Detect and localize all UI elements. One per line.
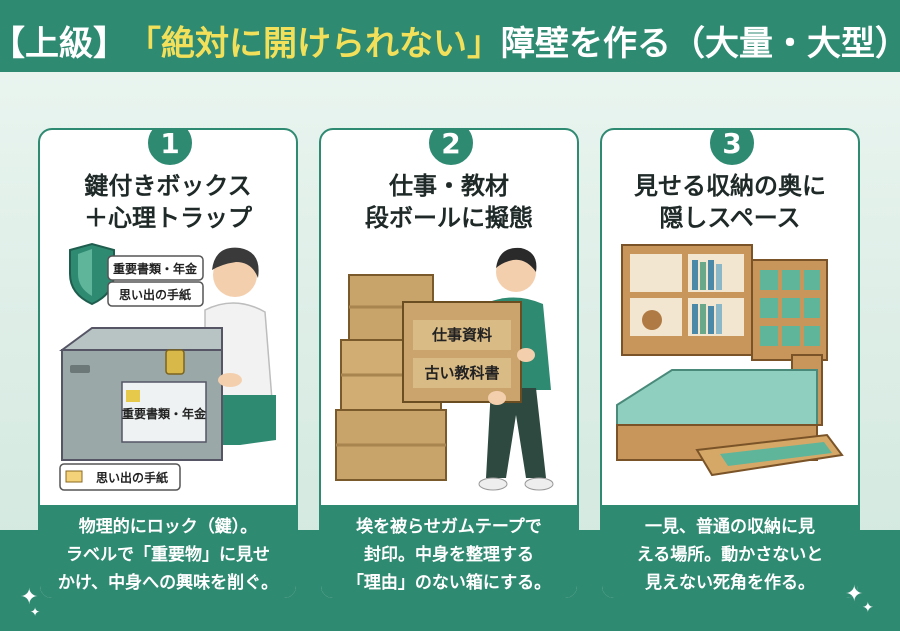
tape-label-1 [413, 320, 511, 350]
hidden-items [720, 442, 832, 466]
box-lid [58, 327, 223, 354]
desc-line2: える場所。動かさないと [636, 545, 824, 565]
tag-letters [107, 281, 204, 307]
sparkle-icon: ✦ [845, 582, 864, 607]
lock-icon [165, 349, 185, 375]
desc-line1: 埃を被らせガムテープで [356, 517, 542, 537]
card-number: 3 [707, 130, 757, 168]
card-description: 埃を被らせガムテープで 封印。中身を整理する 「理由」のない箱にする。 [321, 505, 577, 598]
card-title-line2: ＋心理トラップ [84, 204, 252, 232]
desc-line1: 一見、普通の収納に見 [645, 517, 815, 537]
person-hand [517, 348, 535, 362]
desc-line2: ラベルで「重要物」に見せ [66, 545, 270, 565]
tag-documents-text: 重要書類・年金 [113, 261, 198, 276]
card-number: 1 [145, 130, 195, 168]
page-title: 【上級】 「絶対に開けられない」 障壁を作る（大量・大型） [0, 10, 900, 70]
tag-letter-bottom-text: 思い出の手紙 [96, 470, 168, 485]
desc-line3: かけ、中身への興味を削ぐ。 [57, 573, 279, 593]
bed-mattress [616, 369, 818, 426]
shelf-cell [630, 254, 682, 292]
teddy-bear-icon [642, 310, 662, 330]
card-hidden-space: 3 見せる収納の奥に 隠しスペース 一見、普通の収納に見 える場所。動かさないと… [600, 128, 860, 600]
card-number: 2 [426, 130, 476, 168]
person-hair [496, 247, 537, 272]
card-description: 一見、普通の収納に見 える場所。動かさないと 見えない死角を作る。 [602, 505, 858, 598]
sparkle-icon: ✦ [20, 585, 39, 610]
person-pants [486, 388, 546, 478]
person-hand [488, 391, 506, 405]
person-hair [212, 247, 259, 278]
cardboard-illustration: 仕事資料 古い教科書 [335, 247, 554, 491]
title-suffix: 障壁を作る（大量・大型） [501, 23, 900, 64]
card-title-line2: 隠しスペース [659, 204, 801, 232]
sparkle-icon: ✦ [862, 600, 874, 616]
card-title-line1: 見せる収納の奥に [634, 172, 826, 200]
tape-label-2 [413, 358, 511, 388]
desc-line1: 物理的にロック（鍵）。 [78, 517, 258, 537]
card-locked-box: 1 鍵付きボックス ＋心理トラップ 重要書類・年金 思い出の手紙 重要書類・年金… [38, 128, 298, 600]
box-handle [70, 365, 90, 373]
shield-highlight [78, 249, 92, 296]
card-cardboard: 2 仕事・教材 段ボールに擬態 仕事資料 古い教科書 埃を被らせガムテープで 封… [319, 128, 579, 600]
box-label-textbook: 古い教科書 [424, 364, 499, 382]
tag-documents [107, 255, 204, 281]
card-title: 仕事・教材 段ボールに擬態 [321, 170, 577, 234]
title-highlight: 「絶対に開けられない」 [127, 23, 501, 64]
storage-illustration [616, 244, 844, 477]
sparkle-icon: ✦ [30, 605, 41, 619]
card-title-line2: 段ボールに擬態 [365, 204, 533, 232]
card-title-line1: 鍵付きボックス [84, 172, 252, 200]
card-title: 見せる収納の奥に 隠しスペース [602, 170, 858, 234]
sticker-icon [126, 390, 140, 402]
desc-line3: 「理由」のない箱にする。 [346, 573, 552, 593]
title-prefix: 【上級】 [0, 23, 127, 64]
tag-letters-text: 思い出の手紙 [119, 287, 191, 302]
box-label-work: 仕事資料 [431, 326, 492, 344]
locked-box-illustration: 重要書類・年金 思い出の手紙 重要書類・年金 思い出の手紙 [58, 242, 276, 491]
desc-line2: 封印。中身を整理する [364, 545, 534, 565]
desc-line3: 見えない死角を作る。 [645, 573, 815, 593]
card-description: 物理的にロック（鍵）。 ラベルで「重要物」に見せ かけ、中身への興味を削ぐ。 [40, 505, 296, 598]
envelope-icon [65, 470, 83, 483]
tag-letter-bottom [59, 463, 181, 491]
person-hand [218, 373, 242, 387]
card-title-line1: 仕事・教材 [389, 172, 509, 200]
box-label-text: 重要書類・年金 [122, 406, 207, 421]
card-title: 鍵付きボックス ＋心理トラップ [40, 170, 296, 234]
